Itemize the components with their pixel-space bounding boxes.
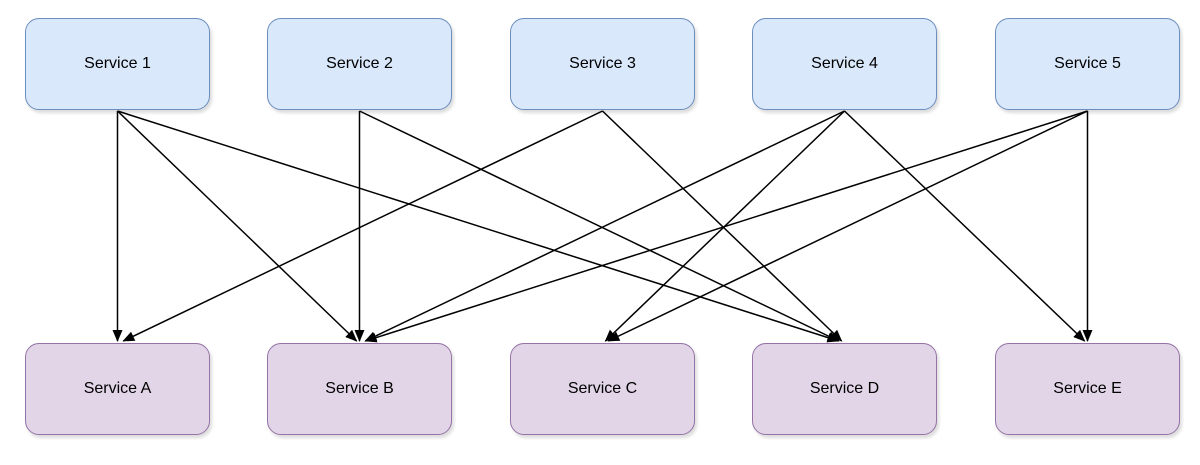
edge-service4-serviceE [843, 110, 1086, 342]
node-label: Service 4 [811, 55, 878, 72]
node-label: Service A [83, 380, 152, 397]
edge-service4-serviceC [604, 110, 846, 342]
node-service-d[interactable]: Service D [752, 343, 937, 435]
node-label: Service C [567, 380, 638, 397]
edge-service1-serviceB [116, 110, 358, 342]
node-label: Service B [325, 380, 394, 397]
node-service-1[interactable]: Service 1 [25, 18, 210, 110]
node-service-5[interactable]: Service 5 [995, 18, 1180, 110]
edge-service1-serviceD [117, 110, 840, 343]
node-label: Service E [1053, 380, 1122, 397]
node-label: Service 5 [1054, 55, 1121, 72]
node-service-4[interactable]: Service 4 [752, 18, 937, 110]
edge-service3-serviceA [122, 110, 603, 342]
edge-service3-serviceD [601, 110, 843, 342]
node-service-c[interactable]: Service C [510, 343, 695, 435]
edge-service2-serviceD [359, 110, 840, 342]
node-label: Service D [809, 380, 880, 397]
node-label: Service 2 [326, 55, 393, 72]
node-service-3[interactable]: Service 3 [510, 18, 695, 110]
node-label: Service 3 [569, 55, 636, 72]
node-service-a[interactable]: Service A [25, 343, 210, 435]
node-service-2[interactable]: Service 2 [267, 18, 452, 110]
node-service-b[interactable]: Service B [267, 343, 452, 435]
edge-service4-serviceB [364, 110, 845, 342]
edge-service5-serviceC [607, 110, 1088, 342]
node-label: Service 1 [84, 55, 151, 72]
edge-service5-serviceB [364, 110, 1088, 343]
node-service-e[interactable]: Service E [995, 343, 1180, 435]
